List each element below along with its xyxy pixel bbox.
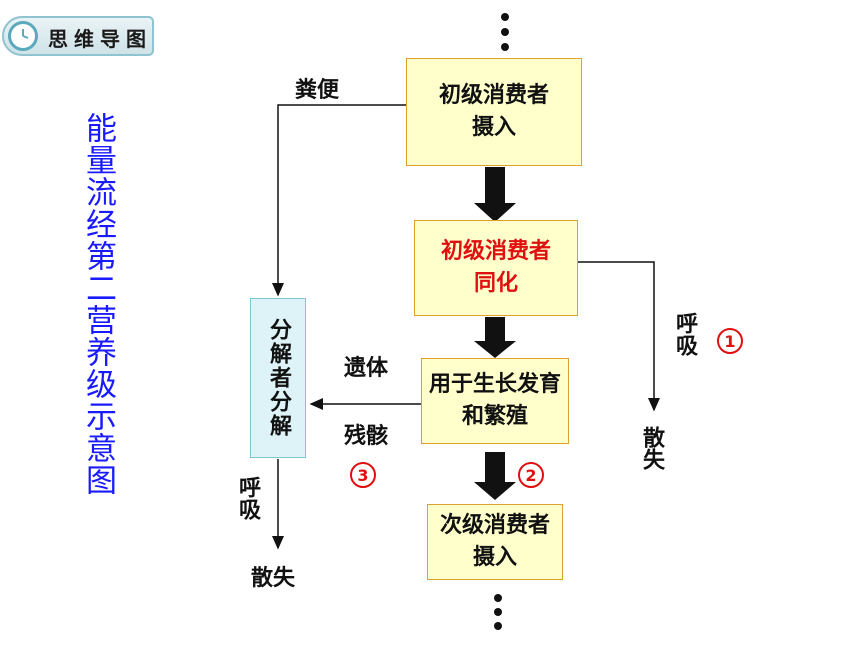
respiration-left-label: 呼吸: [235, 476, 260, 520]
primary-consumer-assimilation-box: 初级消费者同化: [414, 220, 578, 316]
growth-reproduction-box: 用于生长发育和繁殖: [421, 358, 569, 444]
feces-label: 粪便: [295, 78, 340, 103]
feces-line: [272, 104, 406, 297]
ellipsis-dot: [494, 622, 502, 630]
badge-title: 思维导图: [48, 27, 152, 51]
thick-arrow: [474, 317, 516, 358]
thick-arrow: [474, 167, 516, 222]
decomposer-box: 分解者分解: [250, 298, 306, 458]
primary-consumer-intake-label: 初级消费者摄入: [438, 83, 549, 140]
thick-arrow: [474, 452, 516, 500]
marker-3: 3: [350, 462, 376, 488]
mind-map-badge: 思维导图: [2, 16, 154, 56]
ellipsis-dot: [501, 43, 509, 51]
marker-2: 2: [518, 462, 544, 488]
remains-label-1: 遗体: [344, 356, 389, 381]
primary-consumer-assimilation-label: 初级消费者同化: [440, 239, 551, 296]
dissipate-label: 散失: [639, 426, 664, 470]
secondary-consumer-intake-box: 次级消费者摄入: [427, 504, 563, 580]
ellipsis-dot: [494, 608, 502, 616]
primary-consumer-intake-box: 初级消费者摄入: [406, 58, 582, 166]
respiration-label: 呼吸: [672, 312, 697, 356]
clock-icon: [8, 21, 38, 51]
ellipsis-dot: [501, 13, 509, 21]
ellipsis-dot: [501, 28, 509, 36]
growth-reproduction-label: 用于生长发育和繁殖: [429, 372, 562, 429]
ellipsis-dot: [494, 594, 502, 602]
marker-1: 1: [717, 328, 743, 354]
respiration-line: [578, 261, 660, 412]
dissipate-left-label: 散失: [251, 566, 296, 591]
secondary-consumer-intake-label: 次级消费者摄入: [439, 513, 550, 570]
remains-label-2: 残骸: [344, 424, 389, 449]
side-title: 能量流经第二营养级示意图: [80, 112, 116, 496]
